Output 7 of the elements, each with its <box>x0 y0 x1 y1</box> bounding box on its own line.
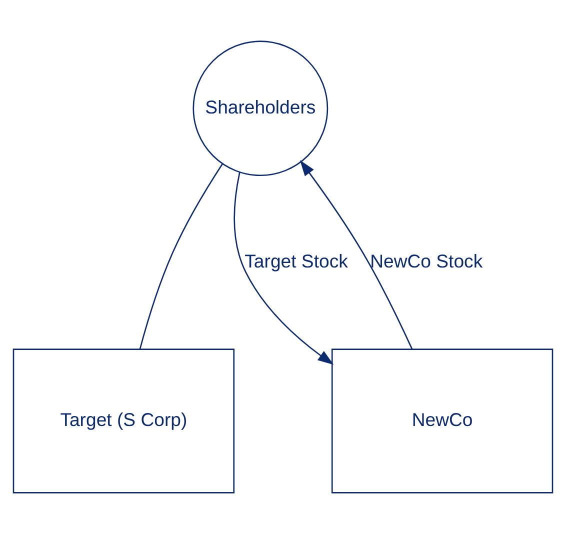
edge-label: NewCo Stock <box>370 250 483 272</box>
connector <box>139 163 224 350</box>
arrow <box>300 160 413 350</box>
edge-label: Target Stock <box>244 250 348 272</box>
node-box: NewCo <box>331 348 554 494</box>
node-box: Target (S Corp) <box>12 348 235 494</box>
arrow <box>234 172 334 365</box>
